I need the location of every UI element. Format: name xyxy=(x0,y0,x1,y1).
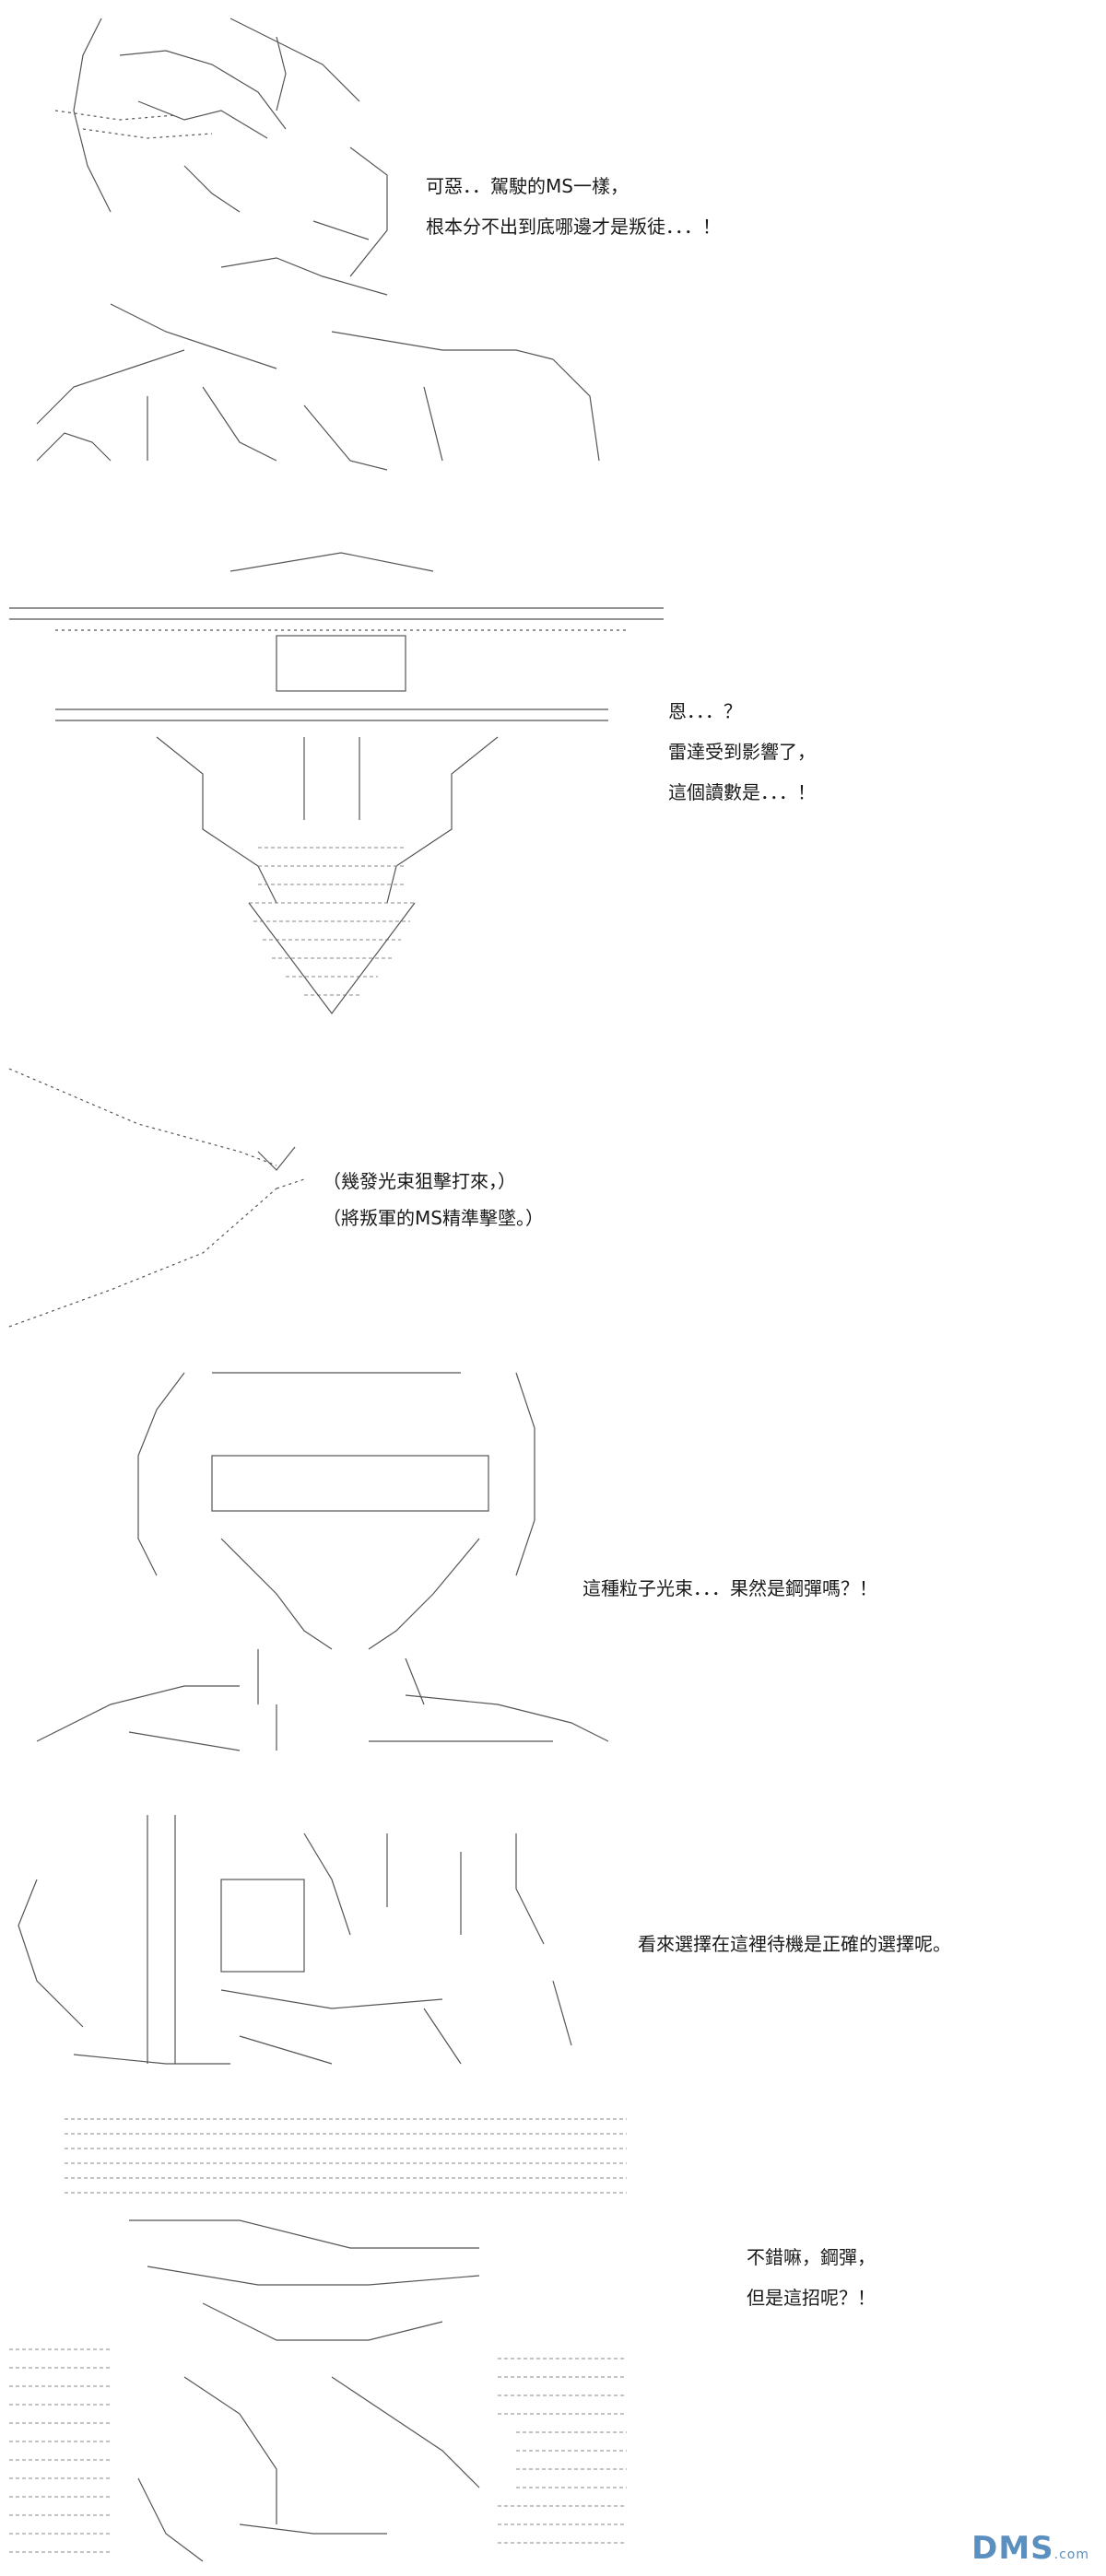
dialogue-panel-3: （幾發光束狙擊打來，） （將叛軍的MS精準擊墜。） xyxy=(323,1163,544,1236)
watermark-brand: DMS xyxy=(971,2530,1054,2567)
panel-1: 可惡．．駕駛的MS一樣， 根本分不出到底哪邊才是叛徒．．．！ xyxy=(0,0,1106,498)
ascii-art-face-closeup xyxy=(18,1815,572,2065)
ascii-art-helmet-pilot xyxy=(36,1372,609,1751)
ascii-art-pilot xyxy=(36,18,600,471)
dialogue-panel-2: 恩．．．？ 雷達受到影響了， 這個讀數是．．．！ xyxy=(668,691,816,813)
dialogue-line: 恩．．．？ xyxy=(668,700,742,722)
dialogue-line: 但是這招呢？！ xyxy=(747,2287,876,2309)
panel-6: 不錯嘛，鋼彈， 但是這招呢？！ DMS.com xyxy=(0,2101,1106,2576)
dialogue-panel-5: 看來選擇在這裡待機是正確的選擇呢。 xyxy=(638,1924,951,1964)
dialogue-line: 雷達受到影響了， xyxy=(668,741,816,763)
dialogue-line: 可惡．．駕駛的MS一樣， xyxy=(426,175,629,197)
dialogue-line: 不錯嘛，鋼彈， xyxy=(747,2246,876,2268)
watermark-logo: DMS.com xyxy=(971,2530,1089,2567)
watermark-suffix: .com xyxy=(1053,2547,1089,2562)
panel-2: 恩．．．？ 雷達受到影響了， 這個讀數是．．．！ xyxy=(0,516,1106,1032)
dialogue-line: 根本分不出到底哪邊才是叛徒．．．！ xyxy=(426,216,721,238)
ascii-art-beam-shots xyxy=(8,1068,305,1328)
dialogue-line: 看來選擇在這裡待機是正確的選擇呢。 xyxy=(638,1933,951,1955)
dialogue-line: 這種粒子光束．．．果然是鋼彈嗎？！ xyxy=(582,1577,877,1599)
dialogue-line: （將叛軍的MS精準擊墜。） xyxy=(323,1207,544,1229)
panel-5: 看來選擇在這裡待機是正確的選擇呢。 xyxy=(0,1797,1106,2082)
dialogue-line: （幾發光束狙擊打來，） xyxy=(323,1170,516,1192)
dialogue-panel-4: 這種粒子光束．．．果然是鋼彈嗎？！ xyxy=(582,1568,877,1609)
ascii-art-mobile-suit xyxy=(9,552,664,1014)
panel-4: 這種粒子光束．．．果然是鋼彈嗎？！ xyxy=(0,1354,1106,1787)
ascii-art-attack xyxy=(9,2118,627,2562)
dialogue-line: 這個讀數是．．．！ xyxy=(668,781,816,803)
dialogue-panel-1: 可惡．．駕駛的MS一樣， 根本分不出到底哪邊才是叛徒．．．！ xyxy=(426,166,721,247)
dialogue-panel-6: 不錯嘛，鋼彈， 但是這招呢？！ xyxy=(747,2237,876,2318)
panel-3: （幾發光束狙擊打來，） （將叛軍的MS精準擊墜。） xyxy=(0,1050,1106,1345)
